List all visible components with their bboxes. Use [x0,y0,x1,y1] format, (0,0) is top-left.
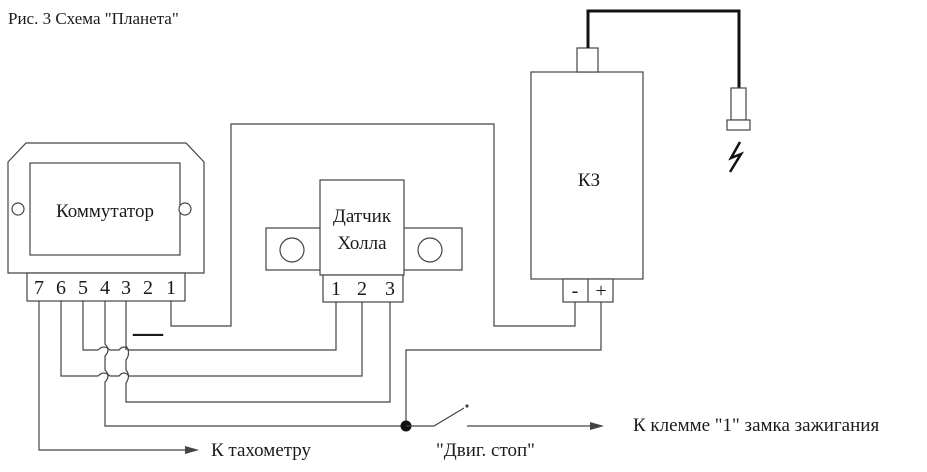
figure-caption: Рис. 3 Схема "Планета" [8,9,179,28]
kommutator-pin-label: 2 [143,277,153,299]
spark-icon [728,141,745,173]
kommutator-label: Коммутатор [56,201,154,222]
engine-stop-label: "Двиг. стоп" [436,440,535,461]
spark-plug-body [730,87,747,121]
ignition-coil-label: КЗ [578,170,600,191]
tachometer-arrow-icon [185,446,199,454]
kommutator-pin-label: 3 [121,277,131,299]
hall-sensor-pin-label: 2 [357,278,367,300]
hall-sensor-connector [322,274,404,303]
hall-sensor-screw-left [279,237,305,263]
wires [38,123,604,454]
spark-plug-assembly [586,9,751,173]
hall-sensor-body [319,179,405,276]
wire-k1-to-coil-minus [170,123,576,327]
engine-stop-switch-contact [465,404,469,408]
hall-sensor: Датчик Холла 1 2 3 [265,179,463,303]
hall-sensor-pin-label: 3 [385,278,395,300]
coil-terminal-minus: - [572,280,579,302]
engine-stop-switch [406,407,465,427]
kommutator-pin-label: 7 [34,277,44,299]
tachometer-label: К тахометру [211,440,312,461]
wire-k4-to-stop-node [104,301,406,427]
hall-sensor-label-line1: Датчик [333,206,392,227]
hall-sensor-label-line2: Холла [337,233,387,254]
wire-k7-to-tachometer [38,301,185,451]
kommutator-pin-label: 4 [100,277,110,299]
hall-sensor-screw-right [417,237,443,263]
kommutator-pin-labels: 7 6 5 4 3 2 1 [34,277,176,299]
coil-terminal-plus: + [595,280,606,302]
kommutator-pin-label: 6 [56,277,66,299]
ignition-arrow-icon [590,422,604,430]
high-voltage-wire [586,9,741,90]
wire-k3-to-hall-3 [125,301,391,403]
kommutator-mount-hole-left [11,202,25,216]
spark-plug-tip [726,119,751,131]
kommutator-connector [26,272,186,302]
kommutator-inner-panel [29,162,181,256]
ignition-terminal-label: К клемме "1" замка зажигания [633,415,879,436]
ignition-coil: КЗ - + [530,47,644,303]
wire-k6-to-hall1 [60,301,363,377]
kommutator-pin-label: 1 [166,277,176,299]
hall-sensor-pin-label: 1 [331,278,341,300]
ground-symbol: — [132,316,164,349]
ignition-coil-hv-terminal [576,47,599,73]
wire-coil-plus-to-node [405,302,602,426]
kommutator-pin-label: 5 [78,277,88,299]
hall-sensor-pin-labels: 1 2 3 [331,278,395,300]
kommutator: Коммутатор 7 6 5 4 3 2 1 [7,142,205,302]
kommutator-mount-hole-right [178,202,192,216]
